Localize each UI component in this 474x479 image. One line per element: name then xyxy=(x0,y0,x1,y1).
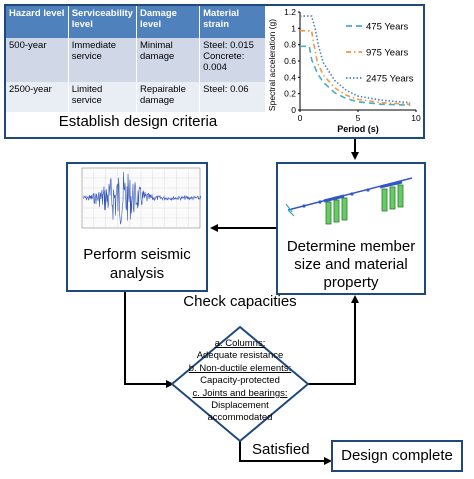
x-axis-label: Period (s) xyxy=(337,124,379,134)
header-hazard-level: Hazard level xyxy=(6,6,69,38)
criteria-header-row: Hazard level Serviceability level Damage… xyxy=(6,6,266,38)
cell-serviceability: Limited service xyxy=(68,82,137,112)
determine-member-label: Determine member size and material prope… xyxy=(286,238,416,291)
series-line-2 xyxy=(300,29,411,106)
columns-heading: a. Columns: xyxy=(214,338,266,349)
joints-heading: c. Joints and bearings: xyxy=(192,387,288,399)
columns-requirement: Adequate resistance xyxy=(196,350,284,362)
arrow-analysis-to-check xyxy=(124,292,174,388)
diamond-criteria-text: a. Columns: Adequate resistance b. Non-d… xyxy=(162,338,318,425)
legend-label: 2475 Years xyxy=(366,74,414,85)
non-ductile-heading: b. Non-ductile elements: xyxy=(188,362,292,374)
perform-analysis-label: Perform seismic analysis xyxy=(83,246,191,282)
y-tick-label: 0.8 xyxy=(284,40,296,50)
y-tick-label: 0.4 xyxy=(284,72,296,82)
y-tick-label: 0.2 xyxy=(284,89,296,99)
cell-hazard: 2500-year xyxy=(6,82,69,112)
cell-damage: Repairable damage xyxy=(136,82,201,112)
y-tick-label: 1.2 xyxy=(284,7,296,17)
table-row: 2500-year Limited service Repairable dam… xyxy=(6,82,266,112)
table-row: 500-year Immediate service Minimal damag… xyxy=(6,38,266,82)
legend-label: 475 Years xyxy=(366,22,409,33)
cell-strain: Steel: 0.06 xyxy=(199,82,266,112)
decision-diamond xyxy=(170,325,310,443)
cell-hazard: 500-year xyxy=(6,38,69,82)
arrow-check-to-complete xyxy=(239,441,332,465)
cell-damage: Minimal damage xyxy=(136,38,201,82)
series-line-3 xyxy=(300,15,411,104)
x-tick-label: 0 xyxy=(298,113,303,123)
legend-label: 975 Years xyxy=(366,48,409,59)
pier-bent-right xyxy=(379,180,404,212)
pier-bent-left xyxy=(323,194,348,225)
x-tick-label: 10 xyxy=(411,113,421,123)
satisfied-label: Satisfied xyxy=(252,441,310,458)
arrow-check-to-member xyxy=(308,295,359,385)
design-complete-label: Design complete xyxy=(341,447,453,464)
y-tick-label: 0.6 xyxy=(284,56,296,66)
joints-requirement-line2: accommodated xyxy=(207,412,273,424)
y-tick-label: 1 xyxy=(291,23,296,33)
criteria-table: Hazard level Serviceability level Damage… xyxy=(6,6,266,112)
y-tick-label: 0 xyxy=(291,105,296,115)
header-serviceability-level: Serviceability level xyxy=(68,6,137,38)
criteria-panel xyxy=(4,4,425,139)
cell-serviceability: Immediate service xyxy=(68,38,137,82)
establish-criteria-label: Establish design criteria xyxy=(58,113,218,130)
x-tick-label: 5 xyxy=(356,113,361,123)
joints-requirement-line1: Displacement xyxy=(211,400,269,412)
non-ductile-requirement: Capacity-protected xyxy=(200,375,280,387)
header-material-strain: Material strain xyxy=(199,6,266,38)
bridge-model-illustration xyxy=(285,177,413,225)
design-complete-box xyxy=(331,440,463,472)
header-damage-level: Damage level xyxy=(136,6,201,38)
y-axis-label: Spectral acceleration (g) xyxy=(267,19,277,111)
member-size-box xyxy=(276,162,426,295)
seismogram-thumbnail xyxy=(81,167,202,229)
cell-strain: Steel: 0.015 Concrete: 0.004 xyxy=(199,38,266,82)
seismogram-trace xyxy=(82,171,202,225)
check-capacities-label: Check capacities xyxy=(183,293,297,310)
